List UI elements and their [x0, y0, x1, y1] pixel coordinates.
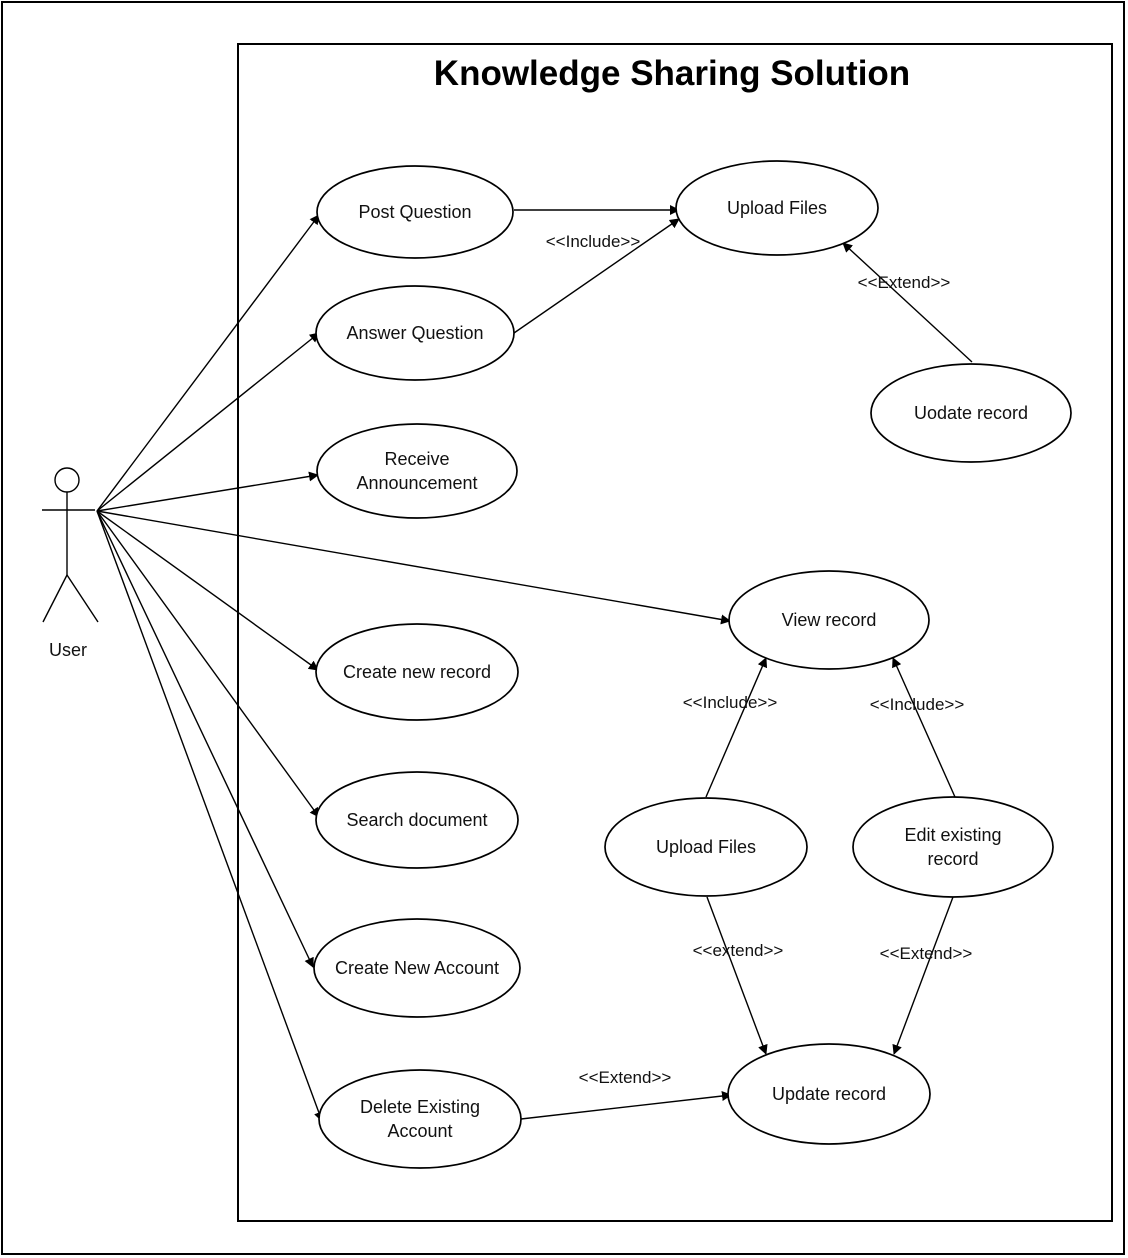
relation-label-upload-include-view: <<Include>> [683, 693, 778, 712]
relation-label-uodate-extend-upload: <<Extend>> [858, 273, 951, 292]
use-case-shape-create-new-account [313, 918, 521, 1018]
relations: <<Include>> <<Extend>> <<Include>> <<Includ… [513, 205, 973, 1120]
use-case-label-edit-existing-record-0: Edit existing [904, 825, 1001, 845]
relation-edit-include-view [892, 657, 956, 798]
use-case-shape-answer-question [315, 285, 515, 381]
use-case-shape-update-record [727, 1043, 931, 1145]
system-boundary [237, 43, 1113, 1222]
use-case-answer-question: Answer Question [315, 285, 515, 381]
use-case-label-delete-existing-account-0: Delete Existing [360, 1097, 480, 1117]
relation-label-upload-extend-update: <<extend>> [693, 941, 784, 960]
use-case-shape-post-question [316, 165, 514, 259]
use-case-shape-upload-files-top [675, 160, 879, 256]
diagram-title: Knowledge Sharing Solution [434, 54, 910, 93]
use-case-create-new-record: Create new record [315, 623, 519, 721]
relation-upload-extend-update [706, 896, 768, 1055]
association-search-document [96, 510, 320, 818]
use-case-label-search-document-0: Search document [346, 810, 487, 830]
use-case-view-record: View record [728, 570, 930, 670]
use-case-edit-existing-record: Edit existing record [852, 796, 1054, 898]
association-delete-existing-account [96, 510, 324, 1122]
use-case-label-create-new-account-0: Create New Account [335, 958, 499, 978]
use-case-label-upload-files-top-0: Upload Files [727, 198, 827, 218]
use-case-label-view-record-0: View record [782, 610, 877, 630]
user-actor: User [42, 467, 99, 660]
use-case-label-upload-files-bottom-0: Upload Files [656, 837, 756, 857]
association-receive-announcement [96, 471, 319, 512]
relation-label-edit-extend-update: <<Extend>> [880, 944, 973, 963]
relation-delete-extend-update [520, 1091, 732, 1120]
use-case-label-uodate-record-0: Uodate record [914, 403, 1028, 423]
relation-label-edit-include-view: <<Include>> [870, 695, 965, 714]
use-case-label-post-question-0: Post Question [358, 202, 471, 222]
use-case-shape-edit-existing-record [852, 796, 1054, 898]
use-case-update-record: Update record [727, 1043, 931, 1145]
use-case-label-edit-existing-record-1: record [927, 849, 978, 869]
association-view-record [96, 510, 731, 625]
relation-label-delete-extend-update: <<Extend>> [579, 1068, 672, 1087]
user-actor-label: User [49, 640, 87, 660]
use-case-label-receive-announcement-0: Receive [384, 449, 449, 469]
use-case-shape-uodate-record [870, 363, 1072, 463]
association-post-question [96, 214, 320, 512]
associations [96, 214, 731, 1122]
relation-label-answer-include-upload: <<Include>> [546, 232, 641, 251]
use-case-shape-search-document [315, 771, 519, 869]
use-case-label-delete-existing-account-1: Account [387, 1121, 452, 1141]
use-case-shape-receive-announcement [316, 423, 518, 519]
use-case-upload-files-bottom: Upload Files [604, 797, 808, 897]
use-case-label-answer-question-0: Answer Question [346, 323, 483, 343]
use-case-shape-create-new-record [315, 623, 519, 721]
user-actor-head [54, 467, 80, 493]
user-actor-left-leg [42, 574, 68, 623]
use-case-label-create-new-record-0: Create new record [343, 662, 491, 682]
use-case-post-question: Post Question [316, 165, 514, 259]
association-answer-question [96, 332, 320, 512]
use-case-label-update-record-0: Update record [772, 1084, 886, 1104]
use-case-shape-view-record [728, 570, 930, 670]
use-case-search-document: Search document [315, 771, 519, 869]
use-case-shape-upload-files-bottom [604, 797, 808, 897]
relation-uodate-extend-upload [842, 242, 973, 363]
user-actor-right-leg [66, 574, 99, 623]
use-case-shape-delete-existing-account [318, 1069, 522, 1169]
use-case-upload-files-top: Upload Files [675, 160, 879, 256]
use-case-uodate-record: Uodate record [870, 363, 1072, 463]
association-create-new-account [96, 510, 314, 968]
association-create-new-record [96, 510, 319, 671]
relation-edit-extend-update [892, 896, 954, 1055]
use-case-create-new-account: Create New Account [313, 918, 521, 1018]
relation-upload-include-view [705, 657, 768, 798]
use-case-label-receive-announcement-1: Announcement [356, 473, 477, 493]
relation-answer-include-upload [513, 218, 680, 334]
